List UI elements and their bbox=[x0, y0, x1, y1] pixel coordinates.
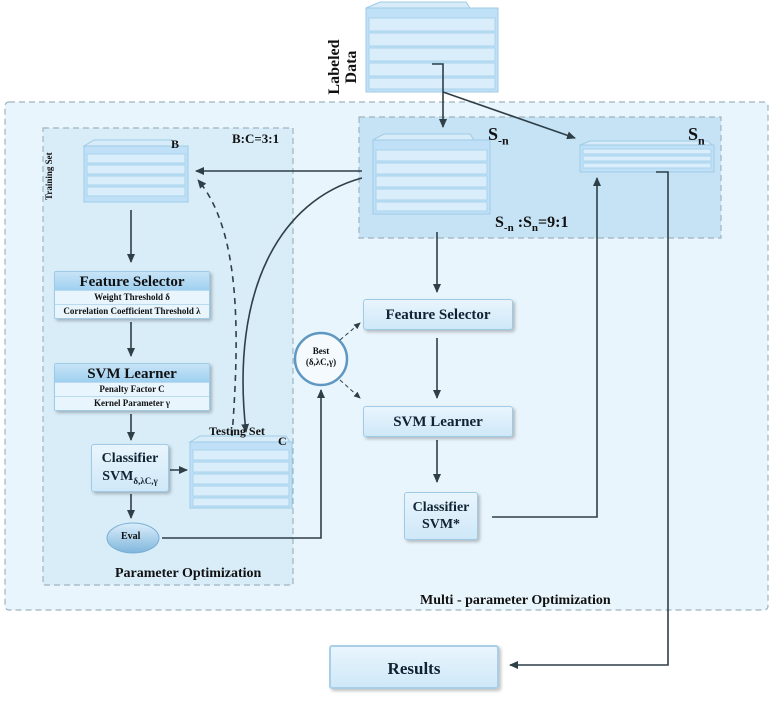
ratio-sn-a-sub: -n bbox=[503, 222, 514, 235]
set-c-label: C bbox=[278, 434, 287, 448]
ratio-sn-tail: =9:1 bbox=[538, 214, 569, 231]
s-n-label: Sn bbox=[688, 124, 705, 149]
eval-node bbox=[106, 522, 160, 554]
right-classifier-box: Classifier SVM* bbox=[404, 492, 478, 540]
ratio-sn-a: S bbox=[495, 214, 504, 231]
results-box: Results bbox=[329, 645, 499, 689]
s-minus-n-base: S bbox=[488, 124, 499, 144]
best-line1: Best bbox=[312, 346, 330, 356]
multi-parameter-optimization-label: Multi - parameter Optimization bbox=[420, 593, 611, 608]
left-fs-param-2: Correlation Coefficient Threshold λ bbox=[55, 304, 209, 318]
right-classifier-line1: Classifier bbox=[412, 500, 470, 515]
arrow-sn-to-results bbox=[509, 171, 669, 669]
s-n-base: S bbox=[688, 124, 699, 144]
training-set-folder-icon bbox=[82, 139, 189, 203]
s-minus-n-folder-icon bbox=[372, 133, 491, 215]
best-line2: (δ,λC,γ) bbox=[305, 357, 337, 367]
left-classifier-box: Classifier SVMδ,λC,γ bbox=[91, 444, 169, 492]
labeled-data-label: Labeled Data bbox=[322, 18, 364, 108]
left-classifier-sub: δ,λC,γ bbox=[133, 475, 158, 486]
left-classifier-svm: SVM bbox=[102, 469, 134, 484]
left-classifier-line2: SVMδ,λC,γ bbox=[92, 468, 168, 490]
s-minus-n-label: S-n bbox=[488, 124, 509, 149]
ratio-sn-mid: :S bbox=[513, 214, 532, 231]
s-minus-n-sub: -n bbox=[498, 133, 509, 148]
left-feature-selector-title: Feature Selector bbox=[55, 272, 209, 290]
arrow-eval-to-best bbox=[162, 389, 325, 539]
left-classifier-line1: Classifier bbox=[101, 451, 159, 466]
best-label: Best (δ,λC,γ) bbox=[297, 346, 345, 368]
ratio-sn-b-sub: n bbox=[531, 222, 539, 235]
labeled-data-line1: Labeled bbox=[326, 39, 343, 95]
left-svm-learner-box: SVM Learner Penalty Factor C Kernel Para… bbox=[54, 363, 210, 411]
testing-set-label: Testing Set bbox=[209, 424, 265, 438]
s-n-folder-icon bbox=[579, 140, 715, 173]
left-svm-learner-title: SVM Learner bbox=[55, 364, 209, 382]
arrow-best-to-fs-dashed bbox=[339, 322, 361, 341]
arrow-classifier-to-sn bbox=[492, 177, 601, 518]
eval-label: Eval bbox=[121, 531, 141, 542]
left-svm-param-2: Kernel Parameter γ bbox=[55, 396, 209, 410]
set-b-label: B bbox=[171, 137, 180, 151]
labeled-data-folder-icon bbox=[365, 1, 499, 93]
arrow-sn-to-testing bbox=[241, 177, 363, 433]
right-classifier-line2: SVM* bbox=[421, 517, 461, 532]
ratio-bc-label: B:C=3:1 bbox=[232, 131, 280, 146]
training-set-label: Training Set bbox=[44, 152, 54, 200]
labeled-data-line2: Data bbox=[343, 50, 360, 84]
ratio-sn-label: S-n :Sn=9:1 bbox=[495, 214, 569, 234]
connector-arrows bbox=[127, 63, 669, 669]
best-node bbox=[293, 331, 349, 387]
arrow-labeled-to-sn bbox=[442, 91, 576, 140]
parameter-optimization-label: Parameter Optimization bbox=[115, 566, 262, 581]
right-feature-selector-box: Feature Selector bbox=[363, 299, 513, 330]
left-fs-param-1: Weight Threshold δ bbox=[55, 290, 209, 304]
s-n-sub: n bbox=[698, 133, 705, 148]
arrow-labeled-to-split bbox=[432, 63, 447, 128]
left-svm-param-1: Penalty Factor C bbox=[55, 382, 209, 396]
parameter-optimization-region bbox=[42, 127, 294, 586]
left-feature-selector-box: Feature Selector Weight Threshold δ Corr… bbox=[54, 271, 210, 319]
arrow-best-to-svm-dashed bbox=[339, 379, 361, 399]
testing-set-folder-icon bbox=[188, 435, 293, 509]
right-svm-learner-box: SVM Learner bbox=[363, 406, 513, 437]
